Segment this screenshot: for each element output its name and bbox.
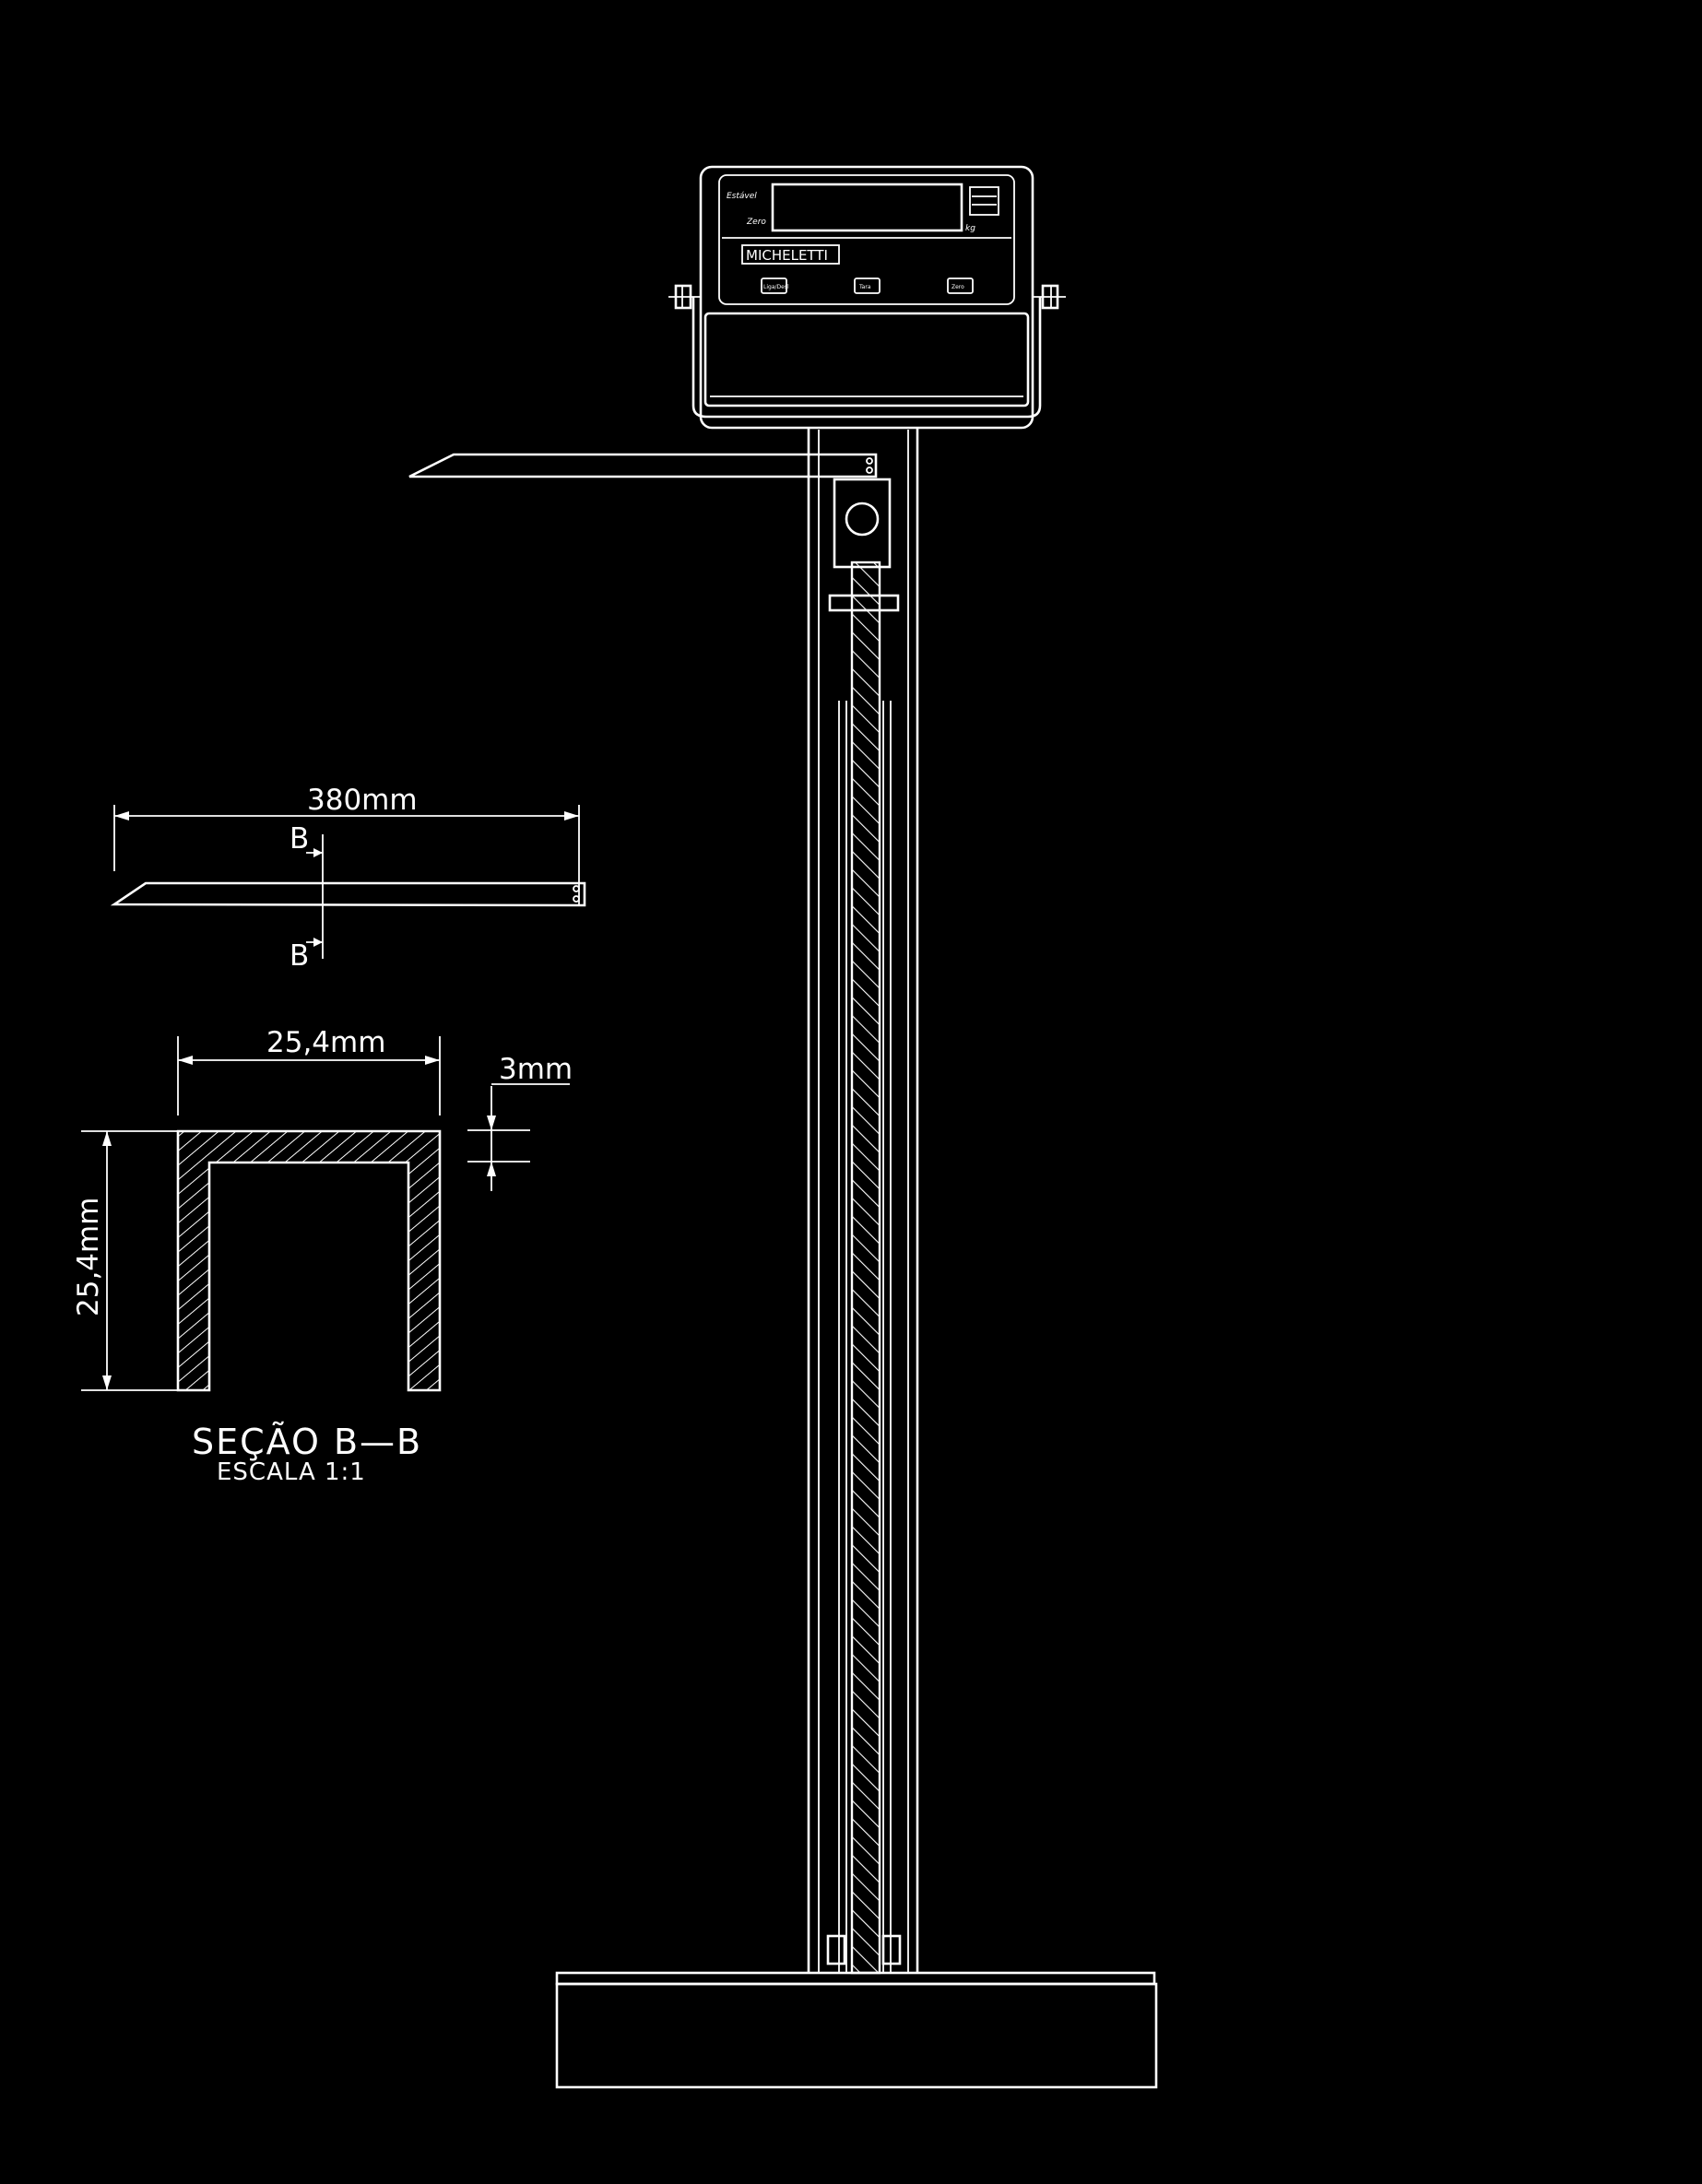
indicator-housing bbox=[699, 165, 1034, 430]
indicator-button-zero bbox=[947, 277, 974, 294]
column bbox=[807, 429, 919, 1975]
section-height-label: 25,4mm bbox=[72, 1198, 105, 1316]
indicator-label-stable: Estável bbox=[727, 192, 757, 201]
column-rod-hatched bbox=[850, 561, 881, 1975]
indicator-button-tare-label: Tara bbox=[858, 284, 871, 290]
arm-length-label: 380mm bbox=[307, 784, 418, 817]
section-b-b: 25,4mm 25,4mm 3mm SEÇÃO B—B ESCALA 1:1 bbox=[72, 1026, 573, 1486]
weight-indicator: Estável Zero kg MICHELETTI Liga/Desl Tar… bbox=[668, 165, 1066, 430]
indicator-front-panel bbox=[718, 174, 1015, 305]
arm-slider-block bbox=[833, 478, 892, 569]
column-foot-left bbox=[826, 1934, 846, 1966]
indicator-brand-box bbox=[741, 244, 840, 265]
arm-detail-plate bbox=[110, 881, 586, 907]
indicator-label-zero: Zero bbox=[746, 218, 766, 227]
indicator-unit: kg bbox=[965, 224, 975, 233]
section-title: SEÇÃO B—B bbox=[192, 1422, 422, 1462]
indicator-button-power-label: Liga/Desl bbox=[763, 284, 789, 290]
thickness-label: 3mm bbox=[499, 1053, 573, 1086]
channel-profile bbox=[176, 1129, 442, 1392]
column-clamp bbox=[828, 594, 900, 612]
arm-slider-wheel bbox=[845, 502, 880, 537]
section-width-label: 25,4mm bbox=[266, 1026, 385, 1059]
indicator-bracket bbox=[691, 297, 1042, 419]
height-arm bbox=[408, 453, 878, 478]
indicator-button-zero-label: Zero bbox=[951, 284, 964, 290]
indicator-lower-body bbox=[703, 312, 1030, 407]
height-arm-plate bbox=[408, 453, 878, 478]
section-mark-bottom: B bbox=[290, 939, 309, 973]
indicator-button-power bbox=[761, 277, 787, 294]
section-scale: ESCALA 1:1 bbox=[217, 1458, 366, 1486]
arm-detail: 380mm B B bbox=[110, 784, 586, 973]
indicator-display bbox=[771, 183, 963, 232]
base-body bbox=[555, 1982, 1158, 2089]
column-foot-right bbox=[881, 1934, 902, 1966]
indicator-status-lamps bbox=[969, 186, 999, 216]
base-top-plate bbox=[555, 1971, 1156, 1986]
base-platform bbox=[555, 1971, 1158, 2089]
indicator-brand: MICHELETTI bbox=[746, 247, 828, 264]
indicator-button-tare bbox=[854, 277, 881, 294]
section-mark-top: B bbox=[290, 822, 309, 856]
